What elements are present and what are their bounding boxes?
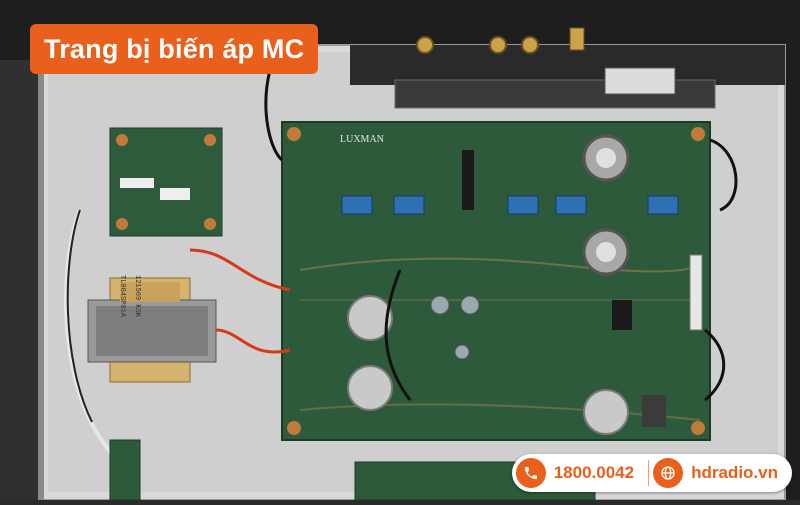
phone-number: 1800.0042 xyxy=(553,463,635,482)
website-contact[interactable]: hdradio.vn xyxy=(649,454,792,492)
transformer-label-2: 121509 KSK xyxy=(133,275,141,318)
contact-bar: 1800.0042 hdradio.vn xyxy=(511,454,792,492)
globe-icon xyxy=(653,458,684,488)
title-banner: Trang bị biến áp MC xyxy=(30,24,319,74)
website-url: hdradio.vn xyxy=(691,463,778,482)
transformer-label-1: TL004SP01A xyxy=(118,275,126,318)
phone-contact[interactable]: 1800.0042 xyxy=(512,454,648,492)
phone-icon xyxy=(515,458,546,488)
banner-title: Trang bị biến áp MC xyxy=(44,33,305,64)
pcb-brand-label: LUXMAN xyxy=(340,134,384,145)
contact-divider xyxy=(648,460,650,486)
